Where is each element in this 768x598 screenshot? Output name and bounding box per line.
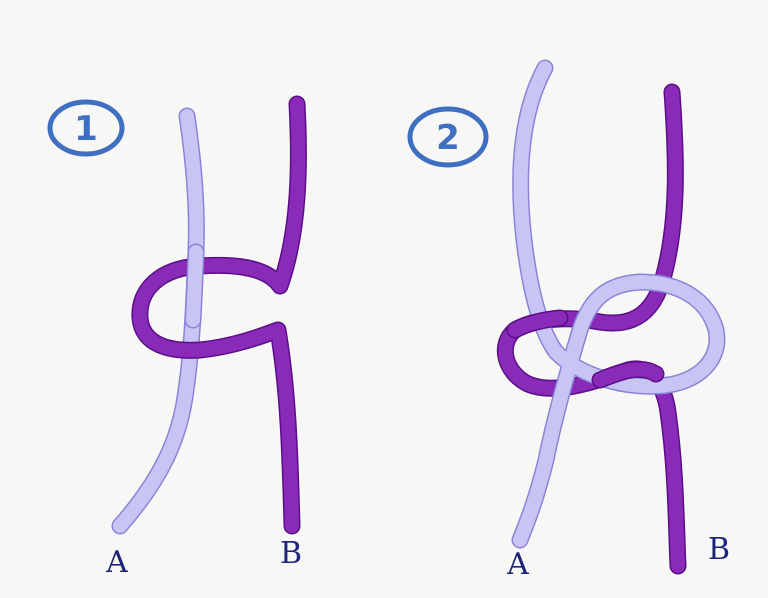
step-1-cord-a-over <box>193 252 196 320</box>
step-2-label-a: A <box>506 547 529 582</box>
step-2-number: 2 <box>436 118 460 158</box>
step-1-label-b: B <box>280 536 302 571</box>
step-1-label-a: A <box>105 545 128 580</box>
step-2-label-b: B <box>708 532 730 567</box>
step-1-number: 1 <box>74 109 98 149</box>
